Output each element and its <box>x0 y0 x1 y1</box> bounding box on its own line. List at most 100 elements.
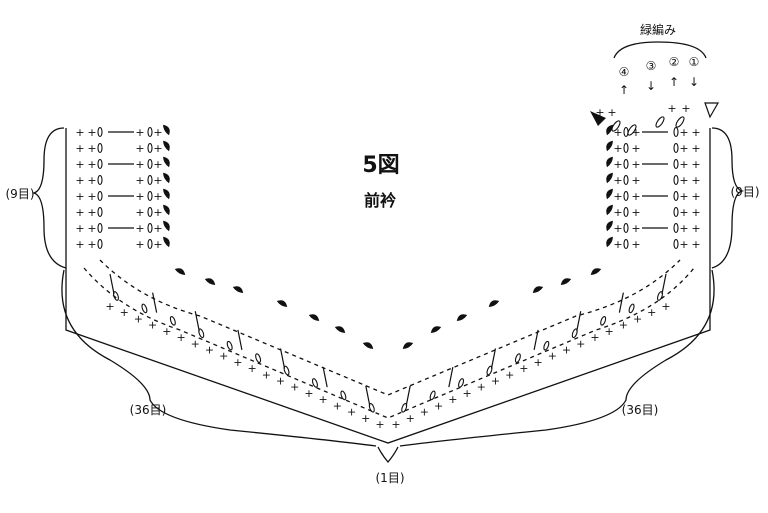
chain-stitch-symbol <box>673 190 679 202</box>
single-crochet-symbol: + <box>375 418 384 431</box>
picot-symbol <box>402 342 414 349</box>
single-crochet-symbol: + <box>153 206 162 219</box>
single-crochet-symbol: + <box>135 174 144 187</box>
single-crochet-symbol: + <box>75 206 84 219</box>
single-crochet-symbol: + <box>134 312 143 325</box>
picot-symbol <box>163 236 170 248</box>
single-crochet-symbol: + <box>681 102 690 115</box>
single-crochet-symbol: + <box>595 106 604 119</box>
single-crochet-symbol: + <box>691 238 700 251</box>
chain-stitch-symbol <box>311 378 318 388</box>
single-crochet-symbol: + <box>679 222 688 235</box>
picot-symbol <box>163 204 170 216</box>
single-crochet-symbol: + <box>613 126 622 139</box>
double-crochet-symbol <box>618 292 624 313</box>
single-crochet-symbol: + <box>576 337 585 350</box>
single-crochet-symbol: + <box>590 331 599 344</box>
single-crochet-symbol: + <box>153 222 162 235</box>
chain-stitch-symbol <box>226 340 233 351</box>
single-crochet-symbol: + <box>135 206 144 219</box>
picot-symbol <box>163 220 170 232</box>
single-crochet-symbol: + <box>631 142 640 155</box>
single-crochet-symbol: + <box>691 158 700 171</box>
figure-name: 前衿 <box>364 191 396 210</box>
chain-stitch-symbol <box>623 190 629 202</box>
edging-row-4-number: ④ <box>619 65 630 79</box>
single-crochet-symbol: + <box>679 142 688 155</box>
chain-stitch-symbol <box>97 238 103 250</box>
single-crochet-symbol: + <box>191 337 200 350</box>
double-crochet-symbol <box>237 329 243 351</box>
single-crochet-symbol: + <box>87 126 96 139</box>
picot-symbol <box>163 188 170 200</box>
chain-stitch-symbol <box>571 328 578 339</box>
single-crochet-symbol: + <box>679 174 688 187</box>
single-crochet-symbol: + <box>219 350 228 363</box>
chain-stitch-symbol <box>623 142 629 154</box>
single-crochet-symbol: + <box>233 356 242 369</box>
chain-stitch-symbol <box>113 291 119 301</box>
chain-stitch-symbol <box>611 120 621 132</box>
stitch-symbols: ++++++++++++++++++++++++++++++++++++++++… <box>75 102 700 431</box>
single-crochet-symbol: + <box>75 126 84 139</box>
chain-stitch-symbol <box>97 158 103 170</box>
picot-symbol <box>606 124 613 136</box>
single-crochet-symbol: + <box>613 142 622 155</box>
single-crochet-symbol: + <box>333 399 342 412</box>
chain-stitch-symbol <box>623 158 629 170</box>
single-crochet-symbol: + <box>87 238 96 251</box>
picot-symbol <box>163 140 170 152</box>
edging-row-2-arrow: ↑ <box>669 75 679 89</box>
single-crochet-symbol: + <box>205 343 214 356</box>
single-crochet-symbol: + <box>406 412 415 425</box>
picot-symbol <box>163 124 170 136</box>
cut-yarn-marker <box>590 111 606 126</box>
double-crochet-symbol <box>365 385 371 406</box>
picot-symbol <box>606 156 613 168</box>
chain-stitch-symbol <box>486 365 493 376</box>
single-crochet-symbol: + <box>87 222 96 235</box>
left-side-brace <box>31 127 67 269</box>
single-crochet-symbol: + <box>75 238 84 251</box>
double-crochet-symbol <box>109 273 115 295</box>
single-crochet-symbol: + <box>153 158 162 171</box>
chain-stitch-symbol <box>401 402 408 413</box>
single-crochet-symbol: + <box>691 206 700 219</box>
picot-symbol <box>163 156 170 168</box>
single-crochet-symbol: + <box>562 343 571 356</box>
chain-stitch-symbol <box>169 316 176 326</box>
chain-stitch-symbol <box>673 174 679 186</box>
chain-stitch-symbol <box>673 222 679 234</box>
chain-stitch-symbol <box>673 142 679 154</box>
single-crochet-symbol: + <box>135 238 144 251</box>
chain-stitch-symbol <box>198 328 205 339</box>
left-side-count: (9目) <box>6 187 35 201</box>
single-crochet-symbol: + <box>647 306 656 319</box>
single-crochet-symbol: + <box>679 126 688 139</box>
chain-stitch-symbol <box>623 238 629 250</box>
chain-stitch-symbol <box>429 390 436 401</box>
double-crochet-symbol <box>661 273 667 295</box>
single-crochet-symbol: + <box>262 368 271 381</box>
picot-symbol <box>606 172 613 184</box>
chain-stitch-symbol <box>97 222 103 234</box>
single-crochet-symbol: + <box>135 190 144 203</box>
single-crochet-symbol: + <box>691 174 700 187</box>
chain-stitch-symbol <box>623 222 629 234</box>
single-crochet-symbol: + <box>87 158 96 171</box>
double-crochet-symbol <box>322 367 328 388</box>
edging-row-3-number: ③ <box>646 59 657 73</box>
right-bottom-count: (36目) <box>622 403 659 417</box>
single-crochet-symbol: + <box>613 158 622 171</box>
picot-symbol <box>606 236 613 248</box>
chain-stitch-symbol <box>514 353 521 363</box>
picot-symbol <box>174 268 186 275</box>
single-crochet-symbol: + <box>548 350 557 363</box>
edging-row-3-arrow: ↓ <box>646 79 656 93</box>
chain-stitch-symbol <box>147 142 153 154</box>
single-crochet-symbol: + <box>290 381 299 394</box>
chain-stitch-symbol <box>543 340 550 351</box>
picot-symbol <box>606 220 613 232</box>
single-crochet-symbol: + <box>613 174 622 187</box>
